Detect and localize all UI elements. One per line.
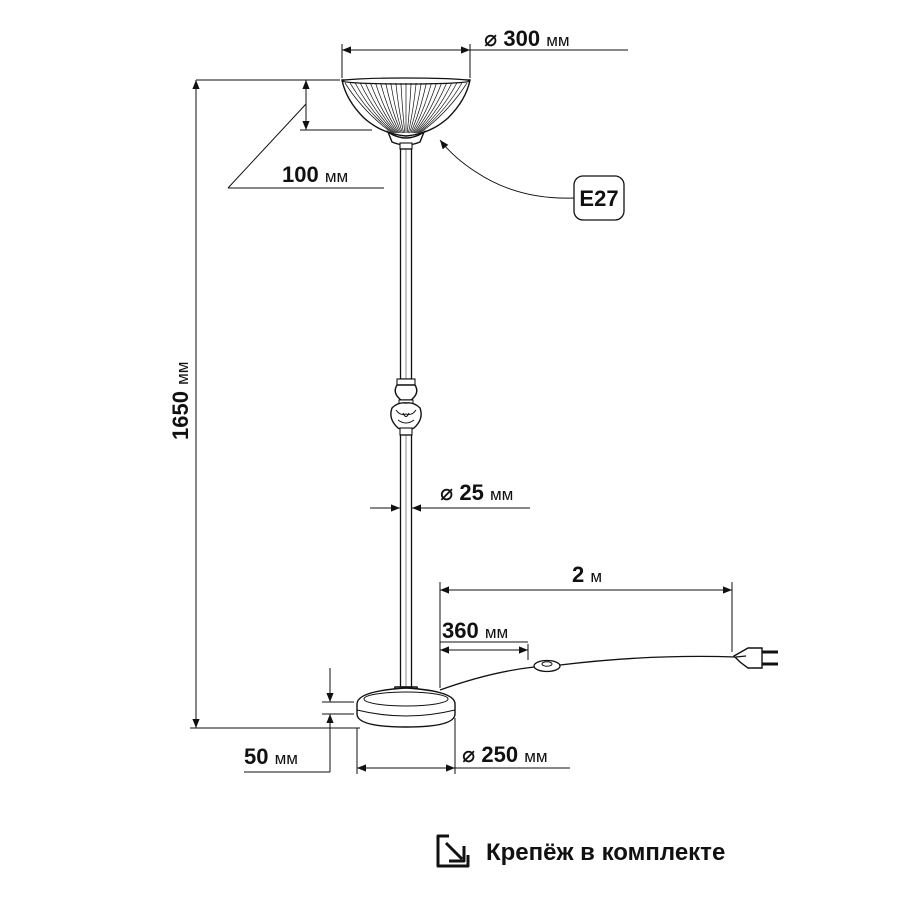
total-height-label: 1650 мм xyxy=(168,362,193,440)
svg-text:50 мм: 50 мм xyxy=(244,744,298,769)
power-cord xyxy=(439,647,778,691)
switch-distance-label: 360 мм xyxy=(442,618,508,643)
shade-height-label: 100 мм xyxy=(282,162,348,187)
svg-text:E27: E27 xyxy=(579,186,618,211)
lamp-rod-lower xyxy=(399,434,413,688)
lamp-base xyxy=(356,686,456,728)
fastener-box-arrow-icon xyxy=(436,834,470,868)
socket-type-badge: E27 xyxy=(573,175,625,221)
fastener-note-text: Крепёж в комплекте xyxy=(486,839,725,866)
fastener-note: Крепёж в комплекте xyxy=(436,834,725,868)
svg-text:360 мм: 360 мм xyxy=(442,618,508,643)
svg-text:1650 мм: 1650 мм xyxy=(168,362,193,440)
cord-length-label: 2 м xyxy=(572,562,602,587)
svg-text:100 мм: 100 мм xyxy=(282,162,348,187)
lamp-shade xyxy=(341,77,471,150)
power-plug xyxy=(732,647,778,669)
lamp-rod-upper xyxy=(399,148,413,380)
inline-switch xyxy=(533,659,561,673)
floor-lamp-drawing xyxy=(341,77,778,728)
shade-diameter-label: ⌀ 300 мм xyxy=(484,26,570,51)
svg-text:⌀ 25 мм: ⌀ 25 мм xyxy=(440,480,513,505)
dimension-lines xyxy=(190,44,733,774)
decorative-knot xyxy=(390,378,422,436)
rod-diameter-label: ⌀ 25 мм xyxy=(440,480,513,505)
base-diameter-label: ⌀ 250 мм xyxy=(462,742,548,767)
svg-text:⌀ 300 мм: ⌀ 300 мм xyxy=(484,26,570,51)
base-height-label: 50 мм xyxy=(244,744,298,769)
svg-text:2 м: 2 м xyxy=(572,562,602,587)
svg-text:⌀ 250 мм: ⌀ 250 мм xyxy=(462,742,548,767)
